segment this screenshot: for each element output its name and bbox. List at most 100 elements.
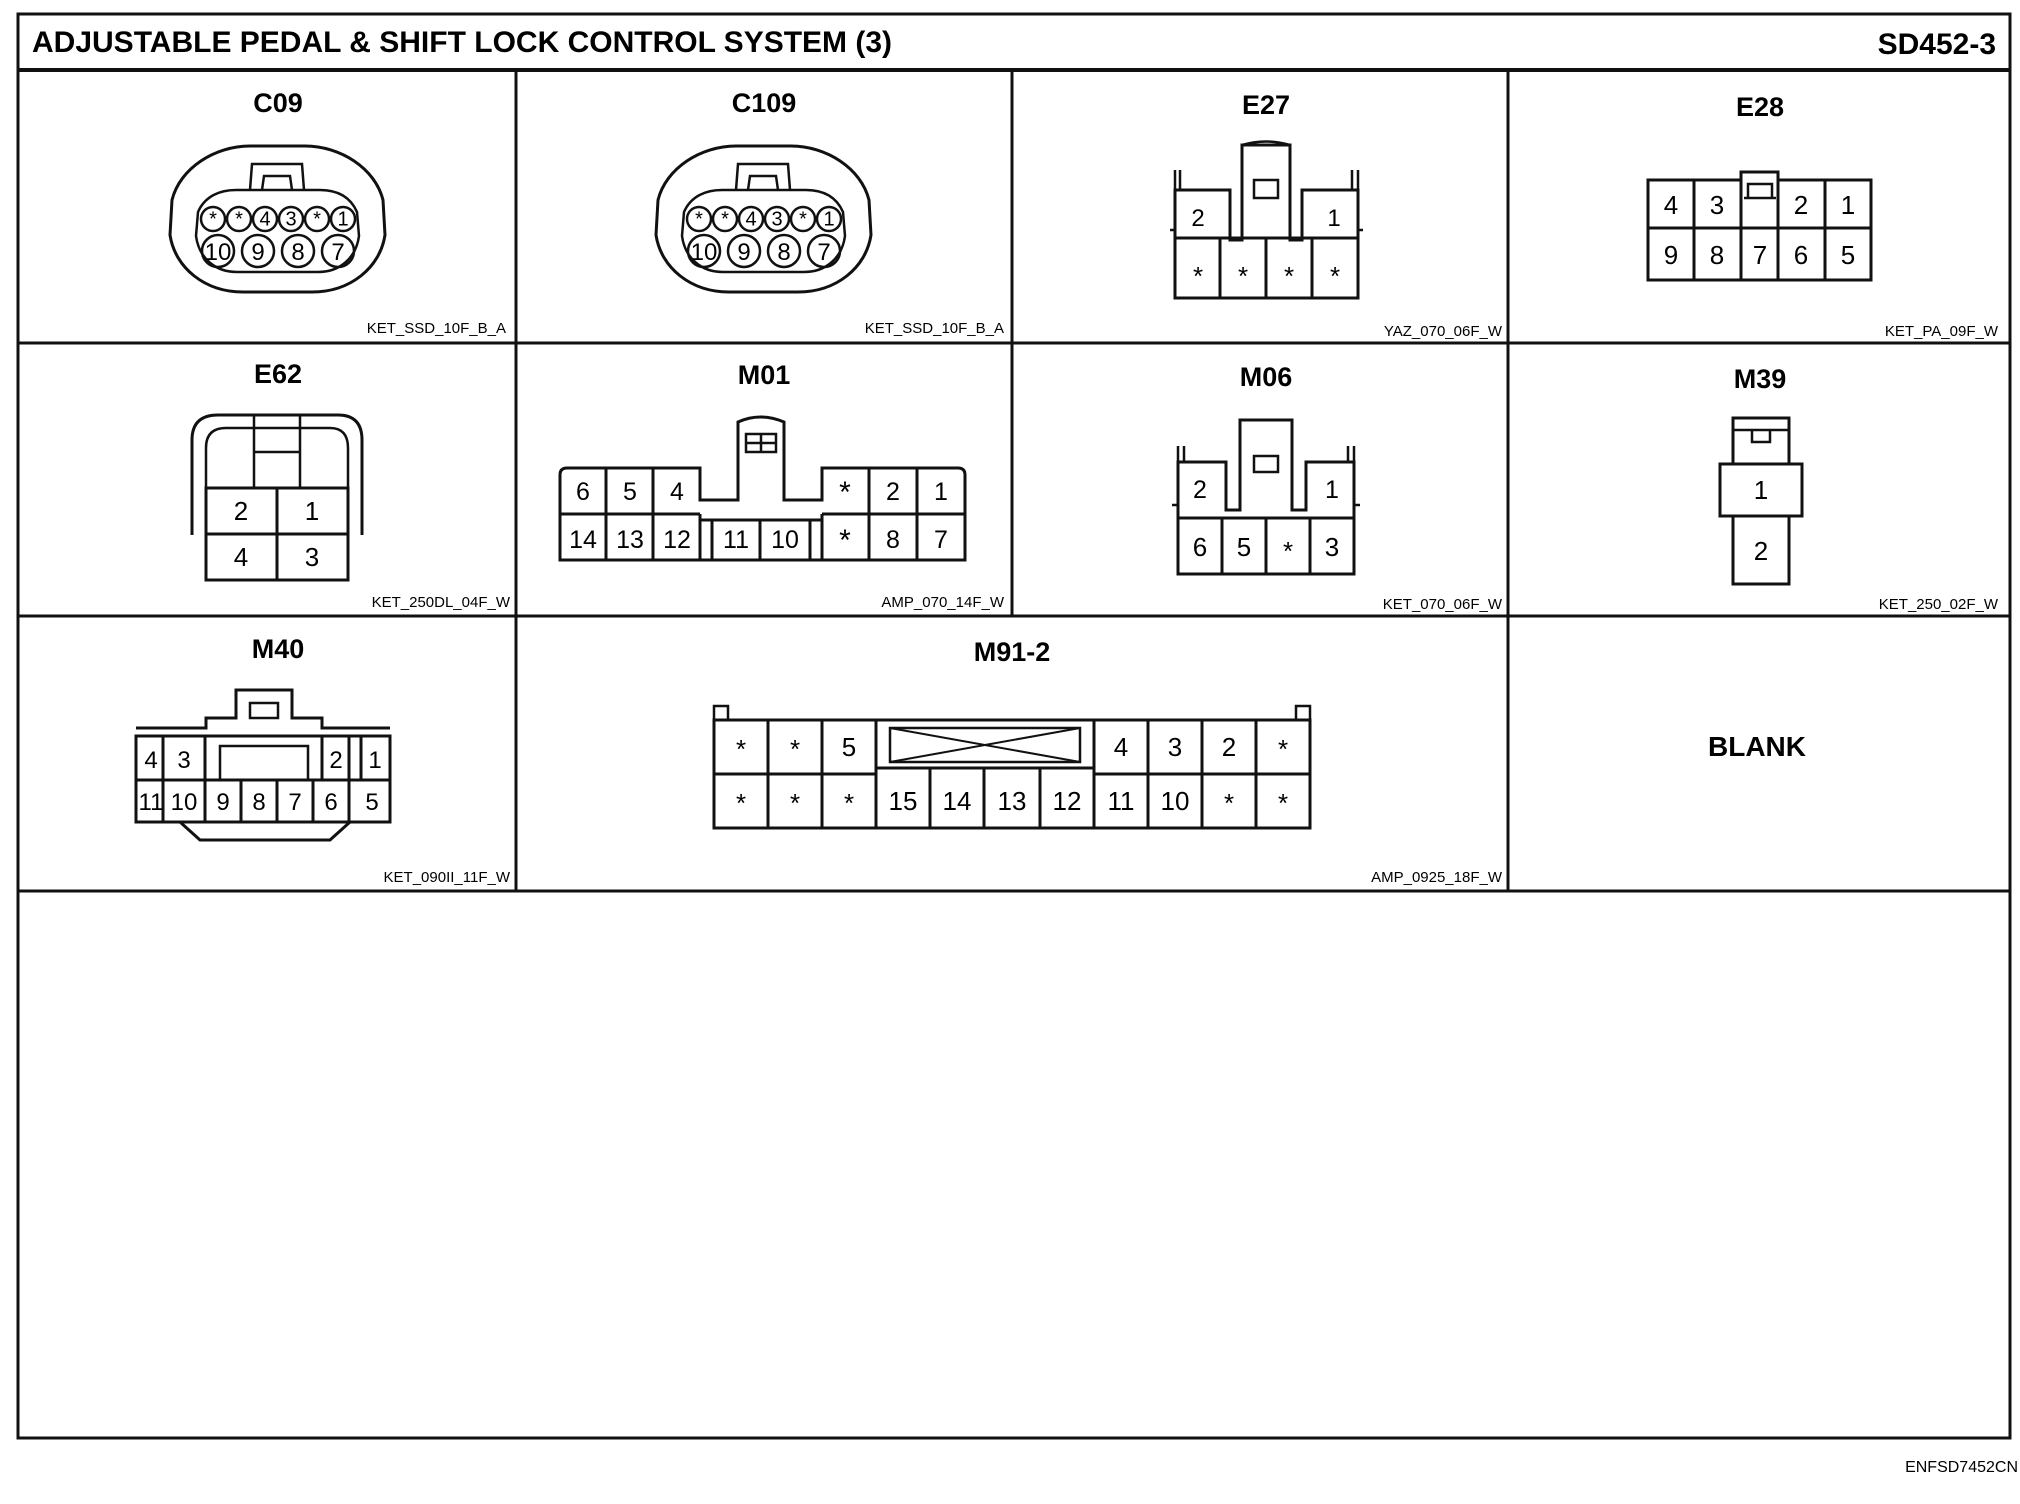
pin-label: 2 — [1222, 732, 1236, 762]
pin-label: 6 — [1193, 532, 1207, 562]
pin-cavity — [251, 205, 279, 233]
connector-title: M01 — [738, 360, 791, 390]
pin-label: * — [1278, 788, 1288, 818]
pin-label: 2 — [329, 747, 342, 774]
pin-label: 4 — [670, 478, 684, 506]
connector-title: M06 — [1240, 362, 1293, 392]
pin-cavity — [329, 205, 357, 233]
connector-code: KET_250DL_04F_W — [372, 594, 511, 611]
pin-label: * — [695, 209, 703, 231]
pin-cavity — [685, 205, 713, 233]
connector-code: KET_250_02F_W — [1879, 596, 1999, 613]
pin-label: * — [839, 476, 851, 509]
connector-e62: E62 2 1 4 3 KET_250DL_04F_W — [190, 359, 511, 611]
connector-m40: M40 4 3 2 1 11 10 9 8 7 6 5 KET_090II_11… — [134, 634, 511, 886]
pin-cavity — [806, 233, 842, 269]
connector-m06: M06 2 1 6 5 * 3 KET_070_06F_W — [1172, 362, 1503, 613]
connector-title: M91-2 — [974, 637, 1051, 667]
pin-label: 7 — [934, 526, 948, 554]
connector-latch — [1241, 140, 1291, 200]
pin-cavity — [789, 205, 817, 233]
pin-label: 5 — [365, 789, 378, 816]
pin-label: 1 — [1754, 475, 1768, 505]
pin-label: 5 — [842, 732, 856, 762]
pin-label: 9 — [251, 239, 264, 266]
pin-label: 8 — [1710, 240, 1724, 270]
pin-label: * — [844, 788, 854, 818]
pin-label: * — [721, 209, 729, 231]
pin-label: 9 — [737, 239, 750, 266]
pin-label: 6 — [576, 478, 590, 506]
pin-label: 1 — [337, 209, 348, 231]
pin-label: 12 — [1053, 786, 1082, 816]
document-code: ENFSD7452CN — [1905, 1459, 2018, 1476]
pin-label: 7 — [817, 239, 830, 266]
connector-latch — [252, 415, 302, 488]
connector-title: E27 — [1242, 90, 1290, 120]
pin-cavity — [240, 233, 276, 269]
pin-label: * — [799, 209, 807, 231]
pin-label: 8 — [886, 526, 900, 554]
pin-label: 5 — [1841, 240, 1855, 270]
pin-label: 3 — [1710, 190, 1724, 220]
connector-latch — [1744, 182, 1776, 200]
blank-cell-label: BLANK — [1708, 731, 1806, 762]
pin-label: 1 — [368, 747, 381, 774]
pin-label: 9 — [216, 789, 229, 816]
connector-housing — [168, 144, 387, 294]
connector-latch — [248, 701, 280, 720]
pin-label: * — [1238, 261, 1248, 291]
connector-housing — [190, 413, 364, 535]
pin-cavity — [686, 233, 722, 269]
page-id: SD452-3 — [1878, 28, 1996, 61]
pin-label: 7 — [288, 789, 301, 816]
pin-label: 4 — [1664, 190, 1678, 220]
page-title: ADJUSTABLE PEDAL & SHIFT LOCK CONTROL SY… — [32, 26, 892, 59]
connector-title: M39 — [1734, 364, 1787, 394]
connector-m39: M39 1 2 KET_250_02F_W — [1718, 364, 1999, 613]
pin-label: * — [1278, 734, 1288, 764]
pin-label: 10 — [205, 239, 232, 266]
pin-cavity — [225, 205, 253, 233]
pin-label: 8 — [777, 239, 790, 266]
pin-cavity — [199, 205, 227, 233]
connector-code: KET_SSD_10F_B_A — [865, 320, 1004, 337]
pin-label: 15 — [889, 786, 918, 816]
pin-label: 2 — [1754, 536, 1768, 566]
pin-cavity — [200, 233, 236, 269]
pin-label: 7 — [1753, 240, 1767, 270]
pin-label: 2 — [1191, 205, 1204, 232]
pin-cavity — [763, 205, 791, 233]
pin-label: 10 — [171, 789, 198, 816]
pin-label: 12 — [663, 526, 691, 554]
connector-e28: E28 4 3 2 1 9 8 7 6 5 KET_PA_09F_W — [1646, 92, 1999, 340]
connector-latch — [248, 162, 306, 191]
pin-label: 14 — [569, 526, 597, 554]
pin-label: 2 — [1193, 476, 1207, 504]
pin-label: 13 — [616, 526, 644, 554]
pin-label: 11 — [1108, 786, 1135, 816]
pin-label: * — [736, 788, 746, 818]
connector-title: E28 — [1736, 92, 1784, 122]
pin-label: 1 — [934, 478, 948, 506]
connector-m01: M01 6 5 4 * 2 1 14 13 12 11 10 * 8 7 — [558, 360, 1005, 611]
connector-latch — [734, 162, 792, 191]
connector-code: KET_PA_09F_W — [1885, 323, 1999, 340]
pin-label: * — [1224, 788, 1234, 818]
pin-label: * — [790, 788, 800, 818]
pin-label: 3 — [177, 747, 190, 774]
pin-label: 1 — [1325, 476, 1339, 504]
pin-label: 3 — [285, 209, 296, 231]
pin-label: * — [1330, 261, 1340, 291]
pin-label: 2 — [886, 478, 900, 506]
pin-label: 6 — [324, 789, 337, 816]
pin-label: 4 — [1114, 732, 1128, 762]
connector-code: KET_SSD_10F_B_A — [367, 320, 506, 337]
pin-cavity — [320, 233, 356, 269]
connector-key-slot — [888, 726, 1082, 764]
connector-m91-2: M91-2 * * 5 4 3 2 * * * — [712, 637, 1503, 886]
pin-label: 3 — [1325, 532, 1339, 562]
pin-label: 6 — [1794, 240, 1808, 270]
pin-label: * — [313, 209, 321, 231]
connector-latch — [1733, 428, 1789, 444]
